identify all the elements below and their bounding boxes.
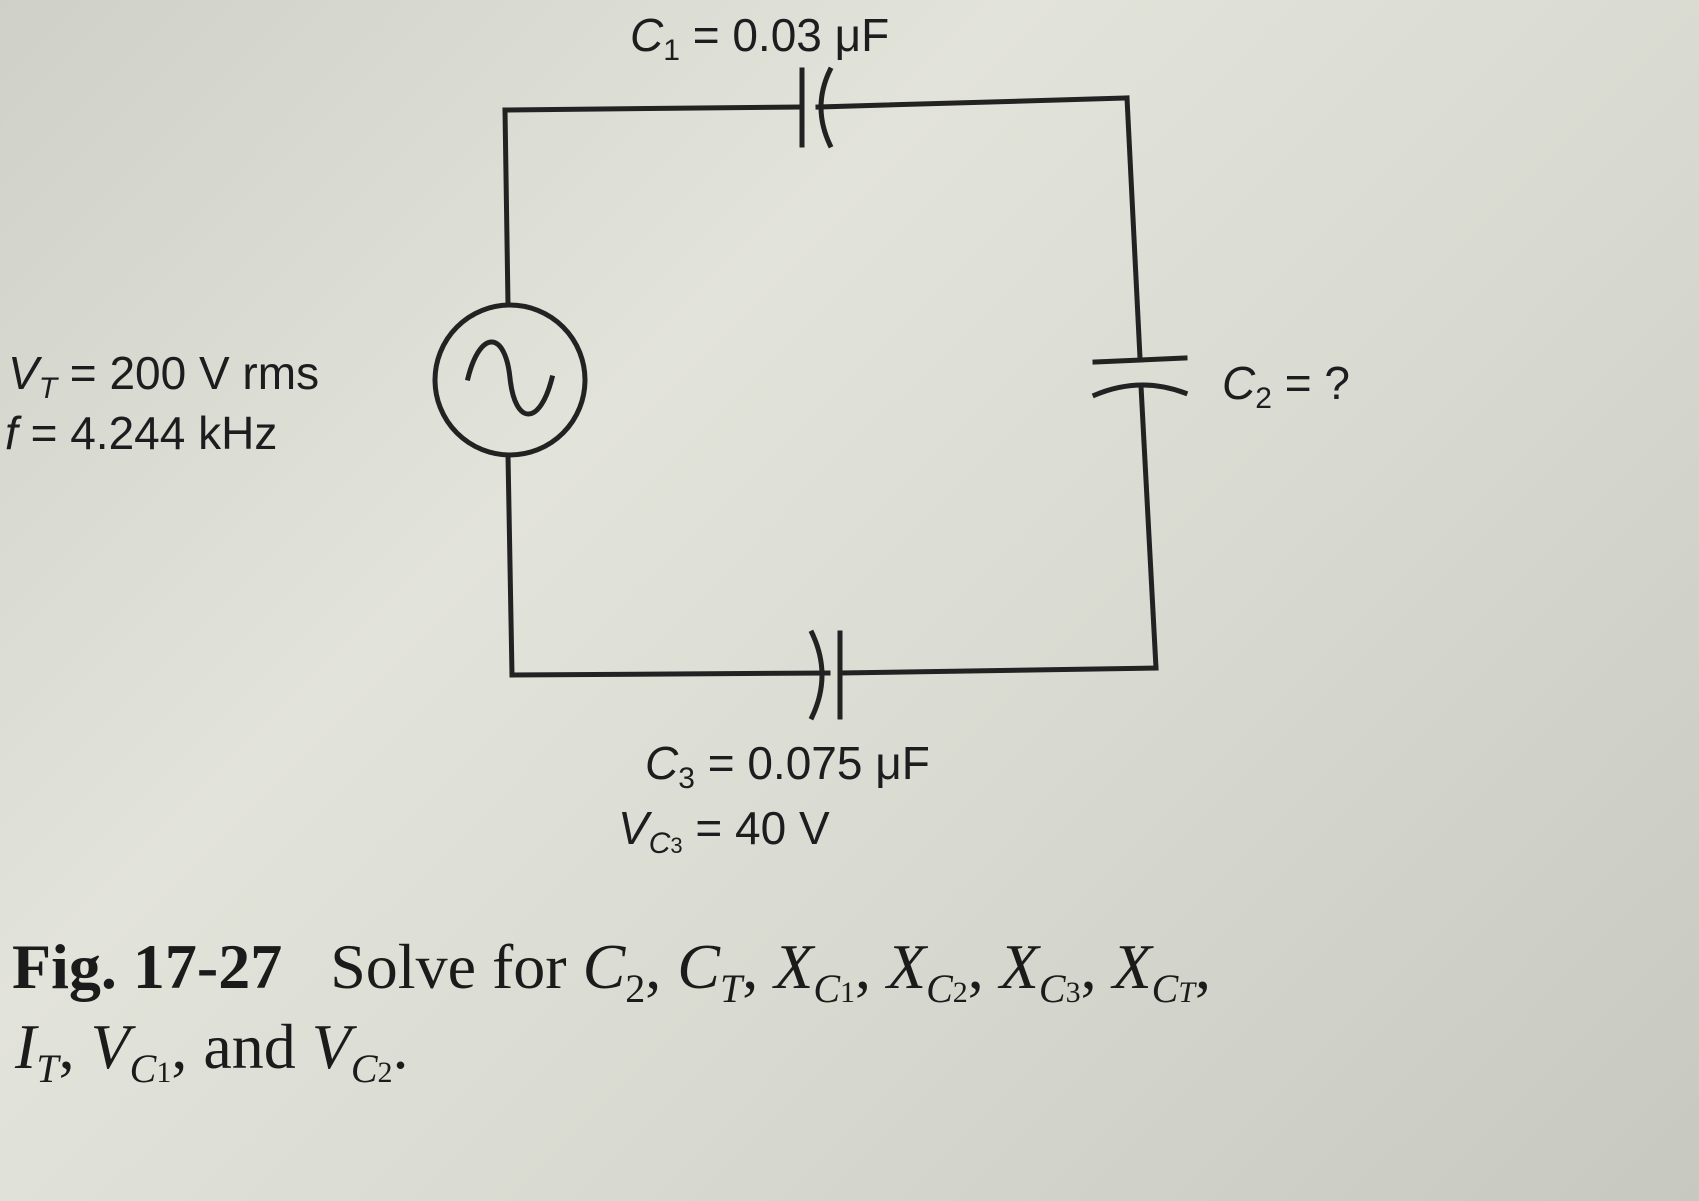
c2-plate-straight	[1092, 355, 1188, 365]
c1-label: C1 = 0.03 μF	[630, 9, 890, 67]
wire-bottom-right	[839, 665, 1159, 676]
wire-top-left	[502, 104, 803, 113]
c2-label: C2 = ?	[1222, 357, 1350, 415]
source-voltage-label: VT = 200 V rms	[8, 347, 320, 405]
c3-label: C3 = 0.075 μF	[645, 737, 930, 795]
wire-top-right	[815, 95, 1130, 110]
figure-caption: Fig. 17-27 Solve for C2, CT, XC1, XC2, X…	[12, 931, 1212, 1011]
ac-source-icon	[432, 302, 588, 458]
wire-left-bottom	[505, 452, 515, 678]
sine-wave-icon	[464, 339, 556, 417]
wire-right-bottom	[1138, 383, 1159, 671]
wire-bottom-left	[509, 670, 831, 678]
vc3-label: VC3 = 40 V	[618, 802, 830, 860]
figure-number: Fig. 17-27	[12, 931, 283, 1002]
wire-left-top	[502, 107, 511, 308]
source-frequency-label: f = 4.244 kHz	[5, 407, 278, 459]
figure-caption-line2: IT, VC1, and VC2.	[15, 1011, 409, 1091]
wire-right-top	[1124, 95, 1143, 361]
